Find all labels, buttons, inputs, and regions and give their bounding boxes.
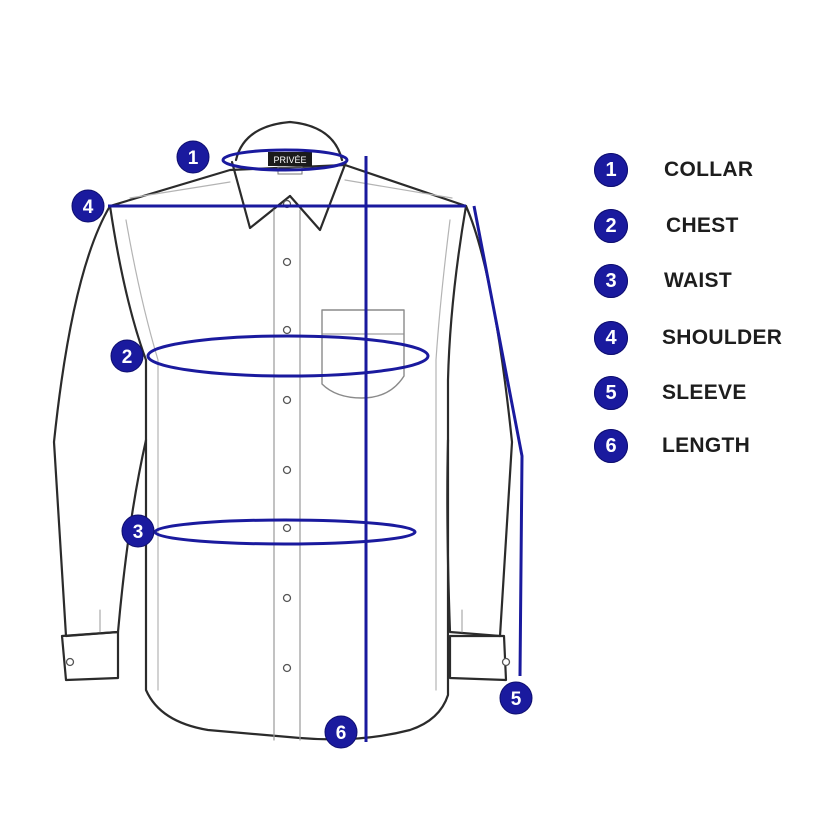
legend-badge: 2 — [594, 209, 628, 243]
chest-pocket — [321, 309, 405, 399]
left-side-seam — [125, 219, 159, 691]
collar-right-point — [288, 160, 348, 232]
legend-item-collar: 1 COLLAR — [594, 152, 753, 188]
legend-label: WAIST — [664, 269, 732, 292]
button — [282, 663, 292, 673]
marker-2-number: 2 — [122, 347, 133, 368]
legend-item-length: 6 LENGTH — [594, 428, 750, 464]
marker-6: 6 — [324, 715, 358, 749]
collar-band — [234, 120, 344, 162]
marker-1: 1 — [176, 140, 210, 174]
button — [282, 325, 292, 335]
legend-item-shoulder: 4 SHOULDER — [594, 320, 782, 356]
legend-item-waist: 3 WAIST — [594, 263, 732, 299]
button — [282, 523, 292, 533]
legend-label: LENGTH — [662, 434, 751, 457]
shirt-outline — [52, 120, 514, 741]
left-cuff — [60, 630, 120, 682]
legend-badge: 5 — [594, 376, 628, 410]
yoke-seam — [129, 179, 453, 199]
collar-left-point — [230, 160, 292, 230]
marker-4-number: 4 — [83, 197, 94, 218]
legend-badge: 1 — [594, 153, 628, 187]
legend-label: SHOULDER — [662, 326, 783, 349]
sleeve-measure-line — [472, 205, 524, 677]
legend-badge: 4 — [594, 321, 628, 355]
legend-label: CHEST — [666, 214, 739, 237]
legend-label: COLLAR — [664, 158, 754, 181]
left-sleeve — [52, 204, 148, 638]
brand-tag-text: PRIVÉE — [273, 155, 306, 165]
marker-3-number: 3 — [133, 522, 144, 543]
waist-measure-line — [153, 518, 417, 546]
shirt-buttons — [65, 199, 511, 673]
marker-1-number: 1 — [188, 148, 199, 169]
marker-3: 3 — [121, 514, 155, 548]
button — [282, 395, 292, 405]
collar-measure-line — [221, 148, 349, 172]
legend-label: SLEEVE — [662, 381, 747, 404]
button — [282, 257, 292, 267]
chest-measure-line — [146, 334, 430, 378]
diagram-markers: 1 4 2 3 5 6 — [71, 140, 533, 749]
legend-badge: 3 — [594, 264, 628, 298]
shirt-body — [108, 163, 468, 741]
legend-badge: 6 — [594, 429, 628, 463]
right-cuff — [448, 634, 508, 682]
button — [282, 593, 292, 603]
marker-5-number: 5 — [511, 689, 522, 710]
legend-item-sleeve: 5 SLEEVE — [594, 375, 747, 411]
marker-4: 4 — [71, 189, 105, 223]
legend-item-chest: 2 CHEST — [594, 208, 739, 244]
marker-2: 2 — [110, 339, 144, 373]
measurement-lines — [108, 148, 524, 742]
cuff-button-left — [65, 657, 75, 667]
marker-5: 5 — [499, 681, 533, 715]
button — [282, 465, 292, 475]
cuff-button-right — [501, 657, 511, 667]
right-side-seam — [435, 219, 451, 691]
brand-tag-box — [268, 152, 312, 166]
marker-6-number: 6 — [336, 723, 347, 744]
